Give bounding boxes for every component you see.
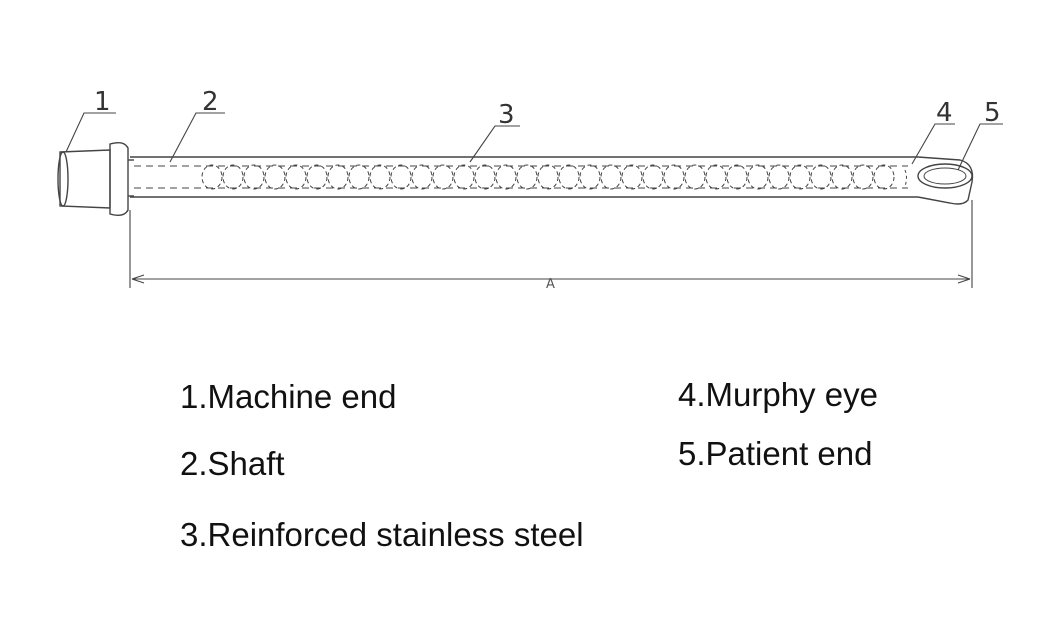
callout-1: 1 — [94, 87, 111, 117]
coil-ring — [810, 164, 832, 190]
coil-ring — [243, 164, 265, 190]
dimension-line — [129, 200, 973, 288]
coil-ring — [873, 164, 895, 190]
coil-ring — [369, 164, 391, 190]
coil-ring — [516, 164, 538, 190]
coil-ring — [285, 164, 307, 190]
coil-ring — [201, 164, 223, 190]
dimension-label: A — [546, 277, 555, 292]
legend-item-reinforced-steel: 3.Reinforced stainless steel — [180, 516, 584, 553]
coil-ring — [852, 164, 874, 190]
coil-ring — [747, 164, 769, 190]
legend-item-shaft: 2.Shaft — [180, 445, 285, 482]
coil-ring — [558, 164, 580, 190]
tube-shaft — [130, 156, 918, 198]
coil-ring — [453, 164, 475, 190]
coil-ring — [474, 164, 496, 190]
reinforcement-coil — [201, 164, 895, 190]
coil-ring — [495, 164, 517, 190]
coil-ring — [600, 164, 622, 190]
coil-ring — [411, 164, 433, 190]
callout-4: 4 — [936, 98, 953, 128]
legend-item-patient-end: 5.Patient end — [678, 435, 873, 472]
coil-ring — [579, 164, 601, 190]
patient-end-tip — [904, 156, 974, 205]
coil-ring — [705, 164, 727, 190]
coil-ring — [264, 164, 286, 190]
coil-ring — [222, 164, 244, 190]
callout-5: 5 — [984, 98, 1001, 128]
coil-ring — [642, 164, 664, 190]
coil-ring — [768, 164, 790, 190]
coil-ring — [684, 164, 706, 190]
coil-ring — [831, 164, 853, 190]
legend-item-machine-end: 1.Machine end — [180, 378, 397, 415]
callout-leaders — [65, 112, 1003, 171]
coil-ring — [537, 164, 559, 190]
coil-ring — [663, 164, 685, 190]
coil-ring — [789, 164, 811, 190]
coil-ring — [390, 164, 412, 190]
legend-item-murphy-eye: 4.Murphy eye — [678, 376, 878, 413]
coil-ring — [327, 164, 349, 190]
callout-3: 3 — [498, 100, 515, 130]
coil-ring — [726, 164, 748, 190]
coil-ring — [621, 164, 643, 190]
coil-ring — [432, 164, 454, 190]
coil-ring — [306, 164, 328, 190]
murphy-eye — [917, 163, 973, 189]
endotracheal-tube-drawing: 1 2 3 4 5 A — [57, 87, 1003, 292]
coil-ring — [348, 164, 370, 190]
machine-end-connector — [57, 141, 134, 217]
callout-2: 2 — [202, 87, 219, 117]
